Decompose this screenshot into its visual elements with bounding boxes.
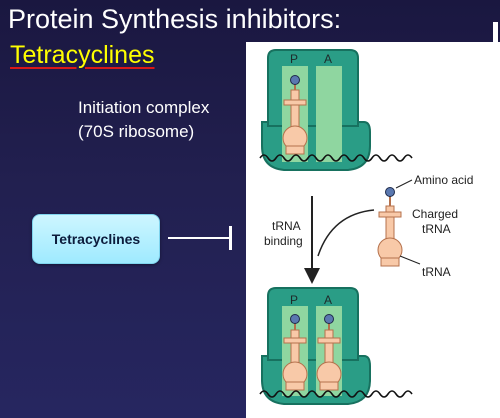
ribosome-diagram: P A tRNA binding xyxy=(259,49,473,405)
ribosome-top: P A xyxy=(259,49,413,171)
slide-title: Protein Synthesis inhibitors: xyxy=(8,4,342,34)
step-label-line2: binding xyxy=(264,234,303,248)
ribosome-figure: P A tRNA binding xyxy=(246,42,500,418)
slide-subtitle: Tetracyclines xyxy=(10,41,155,69)
ribosome-top-large-subunit xyxy=(267,49,359,127)
amino-acid-pointer xyxy=(395,179,413,189)
ribosome-bottom-a-label: A xyxy=(324,293,332,307)
incoming-trna-curve xyxy=(317,209,375,257)
a-site-trna xyxy=(316,314,342,391)
initiation-complex-label: Initiation complex (70S ribosome) xyxy=(78,96,209,144)
charged-amino-acid xyxy=(385,187,395,197)
tetracyclines-label: Tetracyclines xyxy=(51,231,141,247)
trna-pointer xyxy=(399,255,421,265)
initiator-amino-acid xyxy=(290,75,300,85)
ribosome-bottom-p-label: P xyxy=(290,293,298,307)
amino-acid-label: Amino acid xyxy=(414,173,473,187)
charged-trna-label-line2: tRNA xyxy=(422,222,451,236)
ribosome-top-a-site xyxy=(316,66,342,162)
step-label-line1: tRNA xyxy=(272,219,301,233)
tetracyclines-box: Tetracyclines xyxy=(32,214,160,264)
initiator-trna xyxy=(282,82,308,155)
ribosome-top-a-label: A xyxy=(324,52,332,66)
corner-mark xyxy=(493,22,498,44)
mrna-top xyxy=(259,154,413,162)
tRNA-binding-step: tRNA binding xyxy=(264,196,375,284)
p-site-trna xyxy=(282,314,308,391)
ribosome-top-p-label: P xyxy=(290,52,298,66)
inhibition-bar xyxy=(229,226,232,250)
trna-label: tRNA xyxy=(422,265,451,279)
initiation-label-line2: (70S ribosome) xyxy=(78,122,195,141)
p-site-amino-acid xyxy=(290,314,300,324)
a-site-amino-acid xyxy=(324,314,334,324)
initiation-label-line1: Initiation complex xyxy=(78,98,210,117)
mrna-bottom xyxy=(259,390,413,398)
charged-trna: Amino acid Charged tRNA tRNA xyxy=(377,173,473,279)
ribosome-bottom: P A xyxy=(259,287,413,405)
ribosome-bottom-large-subunit xyxy=(267,287,359,361)
inhibition-line xyxy=(168,237,230,239)
charged-trna-label-line1: Charged xyxy=(412,207,458,221)
